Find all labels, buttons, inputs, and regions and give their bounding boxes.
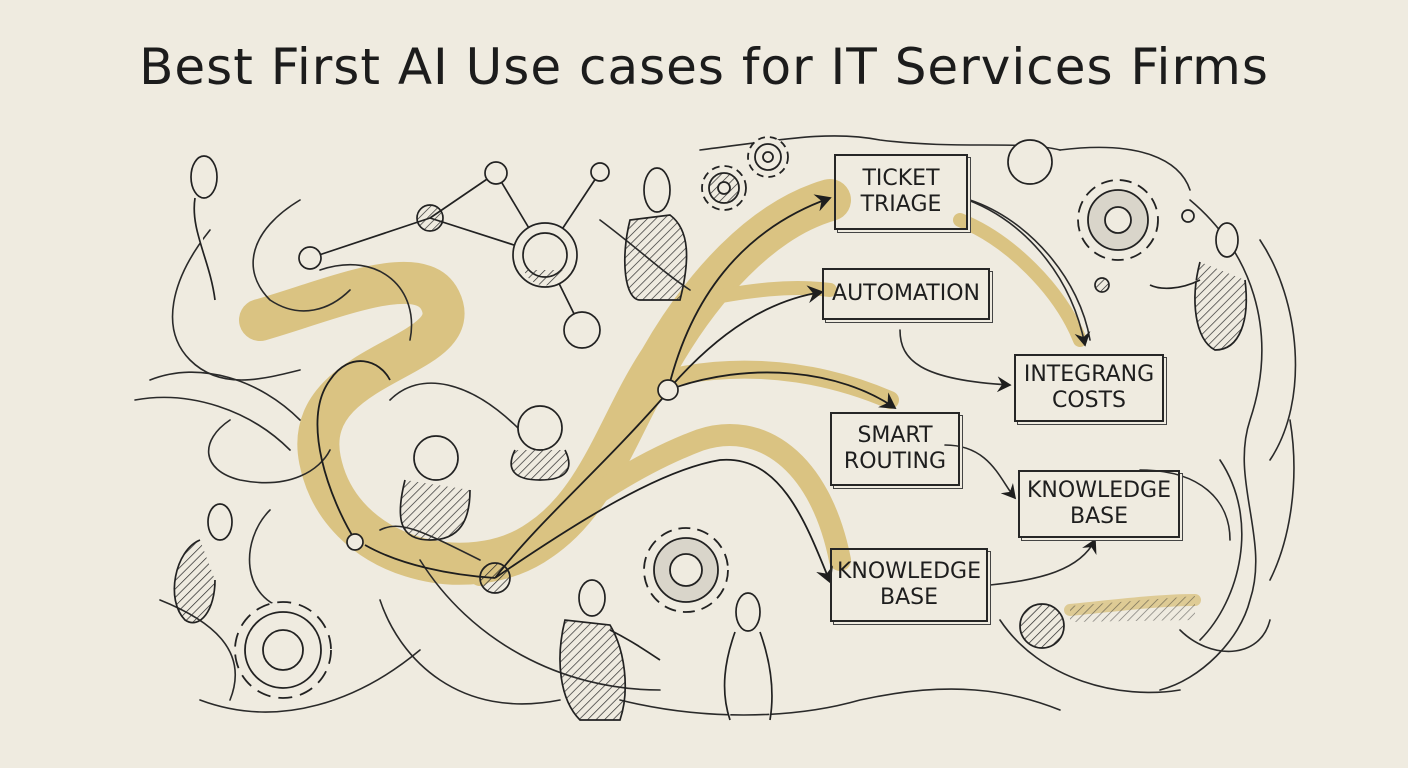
use-case-box-smart-routing: Smart Routing bbox=[830, 412, 960, 486]
gear-icon bbox=[747, 136, 789, 178]
people bbox=[173, 155, 1248, 721]
person-icon bbox=[399, 435, 471, 541]
use-case-label: Knowledge bbox=[837, 559, 981, 584]
network-node-icon bbox=[1181, 209, 1195, 223]
use-case-label: Integrang bbox=[1023, 362, 1155, 387]
person-icon bbox=[723, 592, 773, 721]
person-icon bbox=[510, 405, 570, 481]
network-node-icon bbox=[346, 533, 364, 551]
network-node-icon bbox=[1019, 603, 1065, 649]
gear-icon bbox=[701, 165, 747, 211]
use-case-label: Triage bbox=[860, 192, 942, 217]
network-node-icon bbox=[1007, 139, 1053, 185]
use-case-label: Base bbox=[879, 585, 938, 610]
network-node-icon bbox=[563, 311, 601, 349]
gear-icon bbox=[1077, 179, 1159, 261]
network-node-icon bbox=[1094, 277, 1110, 293]
flow-arrows bbox=[316, 194, 897, 584]
person-icon bbox=[624, 167, 688, 301]
gear-icon bbox=[643, 527, 729, 613]
use-case-box-ticket-triage: Ticket Triage bbox=[834, 154, 968, 230]
use-case-label: Base bbox=[1069, 504, 1128, 529]
person-icon bbox=[1149, 222, 1248, 351]
network-graph bbox=[298, 139, 1195, 649]
network-node-icon bbox=[590, 162, 610, 182]
network-node-icon bbox=[298, 246, 322, 270]
use-case-label: Ticket bbox=[862, 166, 940, 191]
person-icon bbox=[190, 155, 218, 301]
use-case-label: Smart bbox=[857, 423, 933, 448]
use-case-label: Costs bbox=[1051, 388, 1127, 413]
network-node-icon bbox=[479, 562, 511, 594]
gear-icon bbox=[234, 601, 332, 699]
highlight-hatch bbox=[1070, 596, 1195, 622]
use-case-box-integrang-costs: Integrang Costs bbox=[1014, 354, 1164, 422]
use-case-label: Automation bbox=[832, 281, 980, 306]
person-icon bbox=[173, 503, 233, 624]
use-case-box-automation: Automation bbox=[822, 268, 990, 320]
network-node-icon bbox=[484, 161, 508, 185]
network-node-icon bbox=[657, 379, 679, 401]
gears bbox=[234, 136, 1159, 699]
network-node-icon bbox=[416, 204, 444, 232]
page-title: Best First AI Use cases for IT Services … bbox=[139, 38, 1269, 96]
use-case-label: Routing bbox=[843, 449, 947, 474]
use-case-box-knowledge-base-right: Knowledge Base bbox=[1018, 470, 1180, 538]
use-case-label: Knowledge bbox=[1027, 478, 1171, 503]
use-case-box-knowledge-base-bottom: Knowledge Base bbox=[830, 548, 988, 622]
person-icon bbox=[559, 579, 661, 721]
